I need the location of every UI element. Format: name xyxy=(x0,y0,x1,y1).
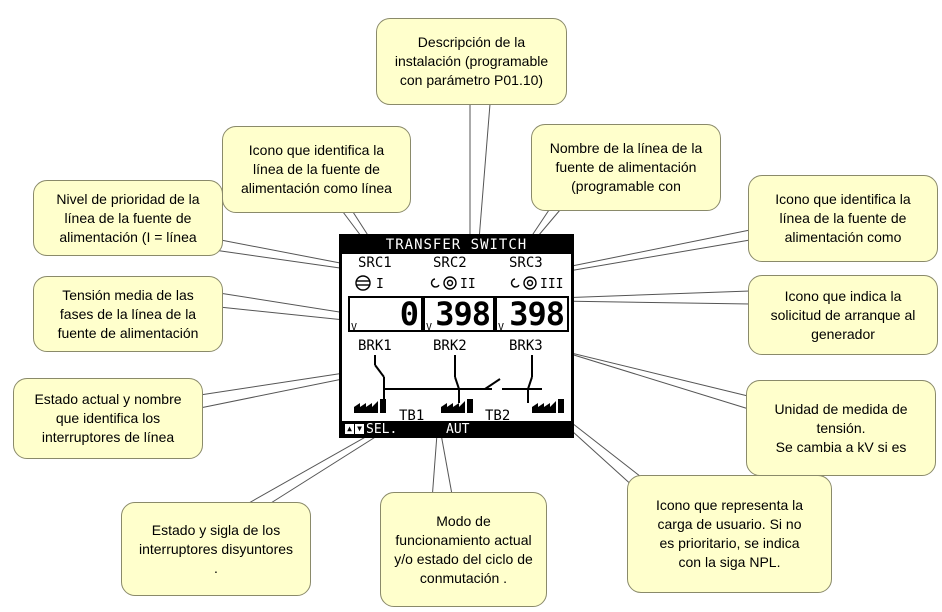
breaker-1-switch xyxy=(374,364,385,378)
up-arrow-icon: ▲ xyxy=(345,424,354,434)
voltage-value-3: 398 xyxy=(509,295,565,333)
select-label: SEL. xyxy=(366,422,398,437)
lcd-title: TRANSFER SWITCH xyxy=(342,237,571,254)
voltage-value-1: 0 xyxy=(399,295,419,333)
tie-breaker-1-label: TB1 xyxy=(399,408,425,424)
tie-breaker-2-switch xyxy=(484,378,501,390)
mode-label: AUT xyxy=(446,422,470,437)
load-icon-3 xyxy=(532,399,564,413)
description-callout: Descripción de la instalación (programab… xyxy=(376,18,567,105)
voltage-value-2: 398 xyxy=(435,295,491,333)
generator-request-callout: Icono que indica la solicitud de arranqu… xyxy=(748,275,938,355)
unit-callout: Unidad de medida de tensión. Se cambia a… xyxy=(746,380,936,476)
load-icon-1 xyxy=(354,399,386,413)
voltage-box-1 xyxy=(348,296,423,332)
priority-source-icon xyxy=(355,275,371,291)
load-icon-2 xyxy=(441,399,473,413)
lcd-source-2: SRC2 xyxy=(433,255,467,271)
voltage-unit-1: V xyxy=(351,322,358,333)
lcd-status-bar: ▲ ▼ SEL. AUT xyxy=(342,421,571,438)
generator-request-icon xyxy=(430,278,440,288)
lcd-breaker-3: BRK3 xyxy=(509,338,543,354)
breaker-state-callout: Estado actual y nombre que identifica lo… xyxy=(13,378,203,459)
generator-icon-3 xyxy=(523,276,537,290)
lcd-priority-1: I xyxy=(376,277,384,292)
lcd-display: TRANSFER SWITCH SRC1 SRC2 SRC3 I II III … xyxy=(339,234,574,438)
voltage-unit-3: V xyxy=(498,322,505,333)
tie-breaker-callout: Estado y sigla de los interruptores disy… xyxy=(121,502,311,596)
lcd-source-3: SRC3 xyxy=(509,255,543,271)
lcd-single-line-diagram xyxy=(374,355,542,403)
lcd-priority-3: III xyxy=(540,277,564,292)
lcd-source-1: SRC1 xyxy=(358,255,392,271)
load-icon-callout: Icono que representa la carga de usuario… xyxy=(627,475,832,593)
tie-breaker-2-label: TB2 xyxy=(485,408,511,424)
source-name-callout: Nombre de la línea de la fuente de alime… xyxy=(531,124,721,211)
mode-callout: Modo de funcionamiento actual y/o estado… xyxy=(380,492,547,607)
lcd-breaker-1: BRK1 xyxy=(358,338,392,354)
lcd-breaker-2: BRK2 xyxy=(433,338,467,354)
voltage-box-3 xyxy=(495,296,569,332)
voltage-box-2 xyxy=(423,296,495,332)
priority-callout: Nivel de prioridad de la línea de la fue… xyxy=(33,180,223,256)
lcd-icon-row xyxy=(355,275,537,291)
down-arrow-icon: ▼ xyxy=(355,424,364,434)
generator-icon xyxy=(443,276,457,290)
voltage-callout: Tensión media de las fases de la línea d… xyxy=(33,276,223,352)
src1-icon-callout: Icono que identifica la línea de la fuen… xyxy=(222,126,411,213)
lcd-priority-2: II xyxy=(460,277,476,292)
voltage-unit-2: V xyxy=(426,322,433,333)
generator-request-icon-3 xyxy=(510,278,520,288)
src3-icon-callout: Icono que identifica la línea de la fuen… xyxy=(748,175,938,262)
